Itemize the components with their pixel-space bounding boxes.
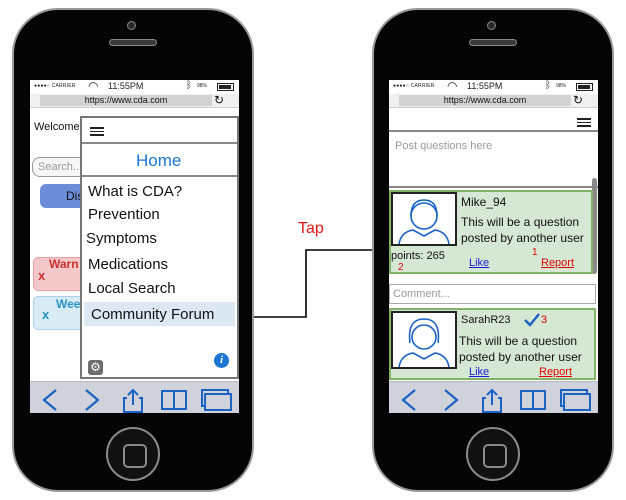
forum-post: Mike_94 This will be a question posted b… [389,190,593,274]
report-link[interactable]: Report [539,366,573,378]
wifi-icon: ◠ [447,80,458,93]
earpiece [109,39,157,46]
front-camera [487,21,496,30]
menu-home-item[interactable]: Home [82,142,237,177]
left-screen: ●●●●○ CARRIER ◠ 11:55PM ᛒ 98% https://ww… [30,80,239,413]
check-badge: 3 [541,314,548,326]
share-icon[interactable] [479,388,505,413]
info-icon[interactable]: i [214,353,229,368]
post-text-line-1: This will be a question [461,215,580,229]
menu-item-what-is-cda[interactable]: What is CDA? [88,183,183,200]
user-avatar-icon [391,192,457,246]
tabs-icon[interactable] [559,388,591,412]
front-camera [127,21,136,30]
battery-percent: 98% [556,83,567,89]
user-avatar-icon [391,311,457,369]
search-placeholder: Search... [38,161,83,173]
book-icon[interactable] [160,388,188,412]
report-link[interactable]: Report [541,257,575,269]
post-username[interactable]: Mike_94 [461,195,507,209]
share-icon[interactable] [120,388,146,413]
post-question-input[interactable]: Post questions here [389,130,598,188]
nav-menu: Home What is CDA? Prevention Symptoms Me… [80,116,239,379]
forum-post: SarahR23 3 This will be a question poste… [389,308,596,380]
menu-item-community-forum-label: Community Forum [91,306,215,323]
menu-burger-icon[interactable] [90,127,104,136]
bluetooth-icon: ᛒ [186,80,192,91]
back-icon[interactable] [40,388,60,412]
bluetooth-icon: ᛒ [545,80,551,91]
right-screen: ●●●●○ CARRIER ◠ 11:55PM ᛒ 98% https://ww… [389,80,598,413]
comment-input[interactable]: Comment... [389,284,596,304]
url-field[interactable]: https://www.cda.com [399,95,571,106]
post-text-line-1: This will be a question [459,334,578,348]
warning-close-icon[interactable]: x [38,268,46,283]
like-link[interactable]: Like [469,366,490,378]
home-button[interactable] [106,427,160,481]
points-badge: 2 [398,262,404,273]
status-bar: ●●●●○ CARRIER ◠ 11:55PM ᛒ 98% [30,80,239,94]
status-time: 11:55PM [467,81,503,91]
forward-icon[interactable] [441,388,461,412]
post-points: points: 265 [391,250,445,262]
menu-item-medications[interactable]: Medications [88,256,169,273]
post-text-line-2: posted by another user [459,350,582,364]
reload-icon[interactable]: ↻ [573,93,584,107]
menu-home-label: Home [136,151,182,170]
battery-icon [217,83,234,91]
status-bar: ●●●●○ CARRIER ◠ 11:55PM ᛒ 98% [389,80,598,94]
discover-button-label: Dis [66,189,84,203]
like-link[interactable]: Like [469,257,490,269]
home-button[interactable] [466,427,520,481]
scrollbar-thumb[interactable] [592,178,597,274]
post-username[interactable]: SarahR23 [461,314,511,326]
weekly-close-icon[interactable]: x [42,307,50,322]
search-input[interactable]: Search... [32,157,87,177]
book-icon[interactable] [519,388,547,412]
report-badge: 1 [532,247,538,258]
check-icon [524,313,540,327]
url-bar: https://www.cda.com ↻ [30,93,239,108]
menu-burger-icon[interactable] [577,118,591,127]
weekly-title: Wee [56,297,81,311]
tap-label: Tap [298,220,324,237]
battery-percent: 98% [197,83,208,89]
back-icon[interactable] [399,388,419,412]
carrier-label: ●●●●○ CARRIER [34,83,76,89]
comment-placeholder: Comment... [393,288,450,300]
forward-icon[interactable] [82,388,102,412]
menu-item-local-search[interactable]: Local Search [88,280,176,297]
url-field[interactable]: https://www.cda.com [40,95,212,106]
menu-item-symptoms[interactable]: Symptoms [86,230,157,247]
post-question-placeholder: Post questions here [395,140,493,152]
menu-item-prevention[interactable]: Prevention [88,206,160,223]
earpiece [469,39,517,46]
welcome-text: Welcome [34,121,80,133]
battery-icon [576,83,593,91]
post-text-line-2: posted by another user [461,231,584,245]
url-bar: https://www.cda.com ↻ [389,93,598,108]
browser-toolbar [389,381,598,413]
wifi-icon: ◠ [88,80,99,93]
tabs-icon[interactable] [200,388,232,412]
settings-gear-icon[interactable]: ⚙ [88,360,103,375]
carrier-label: ●●●●○ CARRIER [393,83,435,89]
reload-icon[interactable]: ↻ [214,93,225,107]
browser-toolbar [30,381,239,413]
warning-title: Warn [49,257,79,271]
menu-item-community-forum[interactable]: Community Forum [84,302,235,326]
status-time: 11:55PM [108,81,144,91]
